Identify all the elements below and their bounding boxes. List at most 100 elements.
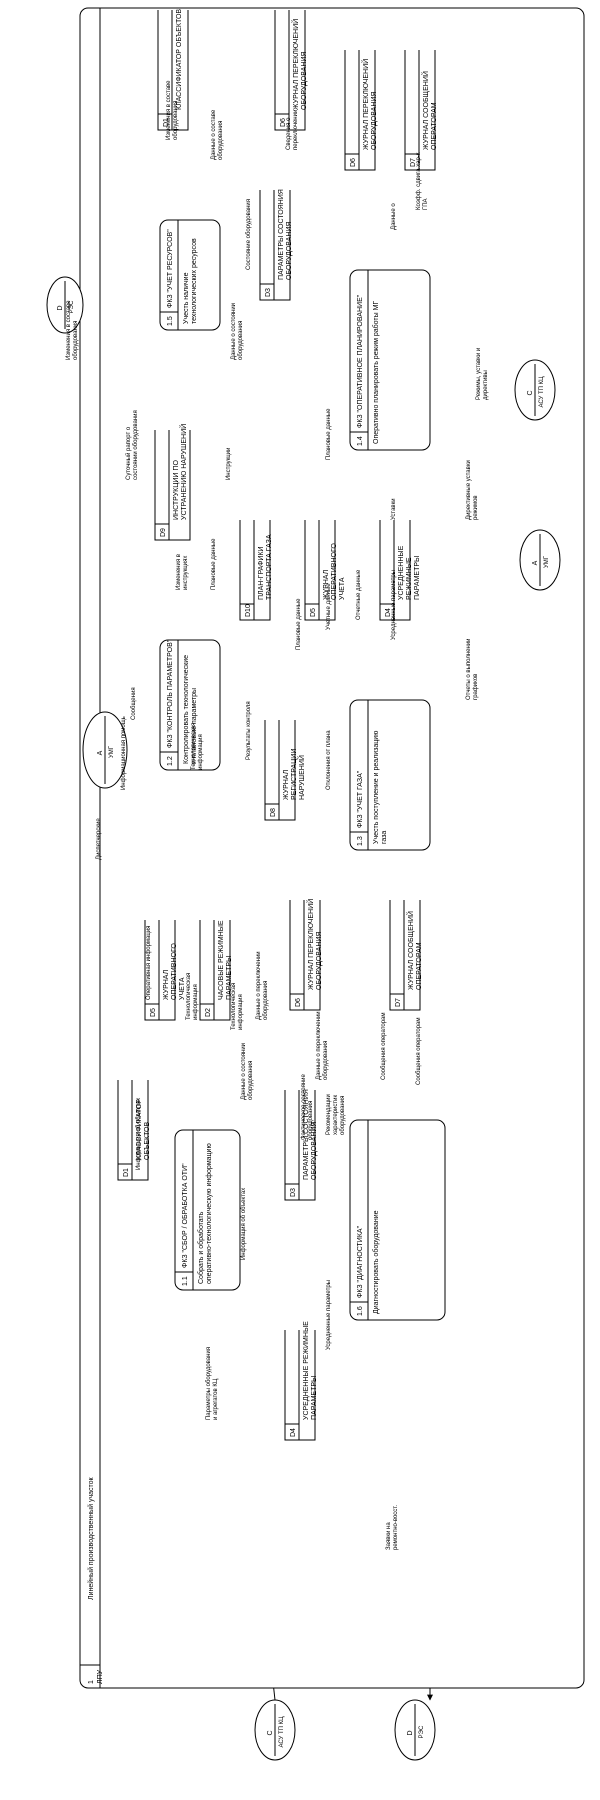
flow-label-text: Отчеты о выполненииграфиков — [466, 638, 479, 700]
store-name: ПАРАМЕТРЫ СОСТОЯНИЯОБОРУДОВАНИЯ — [303, 1089, 318, 1180]
store-d5: D5 ЖУРНАЛОПЕРАТИВНОГОУЧЕТА — [144, 920, 186, 1021]
flow-label: Отклонения от плана — [326, 730, 332, 790]
flow-label: Коэфф. сдвига хар-кГПА — [416, 152, 429, 210]
flow-label: Данные о состоянииоборудования — [241, 1043, 254, 1100]
flow-label: Уставки — [391, 498, 397, 520]
store-name: ЖУРНАЛ ПЕРЕКЛЮЧЕНИЙОБОРУДОВАНИЯ — [291, 19, 308, 110]
flow-label: Изменения винструкциях — [176, 554, 189, 590]
store-id: D6 — [350, 158, 357, 167]
flow-label: Параметры оборудованияи агрегатов КЦ — [206, 1347, 219, 1420]
store-id: D6 — [295, 998, 302, 1007]
flow-label: Данные о переключенииоборудования — [256, 951, 269, 1020]
process-body: Собрать и обработатьоперативно-технологи… — [197, 1143, 213, 1284]
store-box — [289, 900, 321, 1011]
external-letter: A — [97, 750, 104, 755]
process-title: ФКЗ "СБОР / ОБРАБОТКА ОТИ" — [182, 1163, 189, 1268]
process-id: 1.3 — [357, 836, 364, 846]
flow-label: Директивные уставкирежимов — [466, 460, 479, 520]
process-body: Учесть поступление и реализациюгаза — [373, 731, 388, 844]
frame-name: ЛПУ — [97, 1669, 104, 1684]
flow-label: Данные о — [391, 203, 397, 230]
flow-label-text: Изменения винструкциях — [176, 554, 189, 590]
process-id: 1.1 — [182, 1276, 189, 1286]
store-box — [379, 520, 411, 621]
flow-label-text: Изменения в составеоборудования — [166, 80, 179, 140]
flow-label-text: Данные о состоянииоборудования — [231, 303, 244, 360]
flow-label-text: Технологическаяинформация — [231, 983, 244, 1030]
flow-label: Состояние оборудования — [246, 199, 252, 270]
store-name: ЖУРНАЛ ПЕРЕКЛЮЧЕНИЙОБОРУДОВАНИЯ — [306, 899, 323, 990]
store-box — [264, 720, 296, 821]
process-box — [349, 1119, 446, 1321]
flow-label-text: Сообщения операторам — [416, 1017, 422, 1085]
flow-label: Плановые данные — [296, 598, 302, 650]
store-id: D7 — [395, 998, 402, 1007]
store-box — [404, 50, 436, 171]
flow-label: Технологическаяинформация — [191, 723, 204, 770]
flow-label-text: Данные о составеоборудования — [211, 109, 224, 160]
external-letter: D — [57, 305, 64, 310]
store-name: УСРЕДНЕННЫЕРЕЖИМНЫЕПАРАМЕТРЫ — [398, 545, 421, 600]
store-name: ЖУРНАЛОПЕРАТИВНОГОУЧЕТА — [163, 943, 186, 1000]
flow-label: Информация об объектах — [136, 1098, 142, 1170]
flow-label: Инструкции — [226, 448, 232, 480]
flow-label: Технологическаяинформация — [186, 973, 199, 1020]
flow-label: Усредненные параметры — [326, 1280, 332, 1350]
process-body: Оперативно планировать режим работы МГ — [372, 301, 380, 444]
flow-label: Данные о состоянииоборудования — [231, 303, 244, 360]
flow-label-text: Результаты контроля — [246, 701, 252, 760]
store-name: ЖУРНАЛОПЕРАТИВНОГОУЧЕТА — [323, 543, 346, 600]
flow-label-text: Отклонения от плана — [326, 730, 332, 790]
flow-label-text: Данные о переключенииоборудования — [256, 951, 269, 1020]
external-letter: A — [532, 560, 539, 565]
process-title: ФКЗ "УЧЕТ РЕСУРСОВ" — [167, 229, 174, 308]
flow-label-text: Заявки наремонтно-восст. — [386, 1505, 399, 1550]
external-letter: C — [267, 1730, 274, 1735]
flow-label-text: Технологическаяинформация — [186, 973, 199, 1020]
flow-label: Информация об объектах — [241, 1188, 247, 1260]
store-name: ЖУРНАЛ ПЕРЕКЛЮЧЕНИЙОБОРУДОВАНИЯ — [361, 59, 378, 150]
flow-label-text: Фактическое состояниеоборудования — [301, 1073, 314, 1140]
process-title: ФКЗ "КОНТРОЛЬ ПАРАМЕТРОВ" — [167, 639, 174, 748]
flow-label-text: Режимы, уставки идирективы — [476, 348, 489, 400]
flow-label-text: Состояние оборудования — [246, 199, 252, 270]
external-name: РЭС — [69, 300, 75, 313]
flow-label: Диспетчерские — [96, 818, 102, 860]
process-box — [349, 269, 431, 451]
store-box — [344, 50, 376, 171]
flow-label-text: Сообщения операторам — [381, 1012, 387, 1080]
store-box — [157, 10, 189, 131]
process-1-1: 1.1 ФКЗ "СБОР / ОБРАБОТКА ОТИ" Собрать и о… — [174, 1129, 241, 1291]
flow-label-text: Директивные уставкирежимов — [466, 460, 479, 520]
flow-label-text: Информационная помощь — [121, 716, 127, 790]
process-body: Диагностировать оборудование — [372, 1210, 380, 1314]
flow-label: Результаты контроля — [246, 701, 252, 760]
flow-label-text: Оперативная информация — [146, 926, 152, 1000]
process-title: ФКЗ "ДИАГНОСТИКА" — [357, 1225, 364, 1298]
process-id: 1.5 — [167, 316, 174, 326]
frame-id: 1 — [88, 1680, 95, 1684]
store-id: D6 — [280, 118, 287, 127]
store-d6: D6 ЖУРНАЛ ПЕРЕКЛЮЧЕНИЙОБОРУДОВАНИЯ — [289, 899, 323, 1011]
flow-label-text: Сообщения — [131, 687, 137, 720]
store-id: D5 — [150, 1008, 157, 1017]
process-box — [174, 1129, 241, 1291]
process-box — [349, 699, 431, 851]
store-name: ЖУРНАЛ СООБЩЕНИЙОПЕРАТОРАМ — [421, 71, 438, 150]
